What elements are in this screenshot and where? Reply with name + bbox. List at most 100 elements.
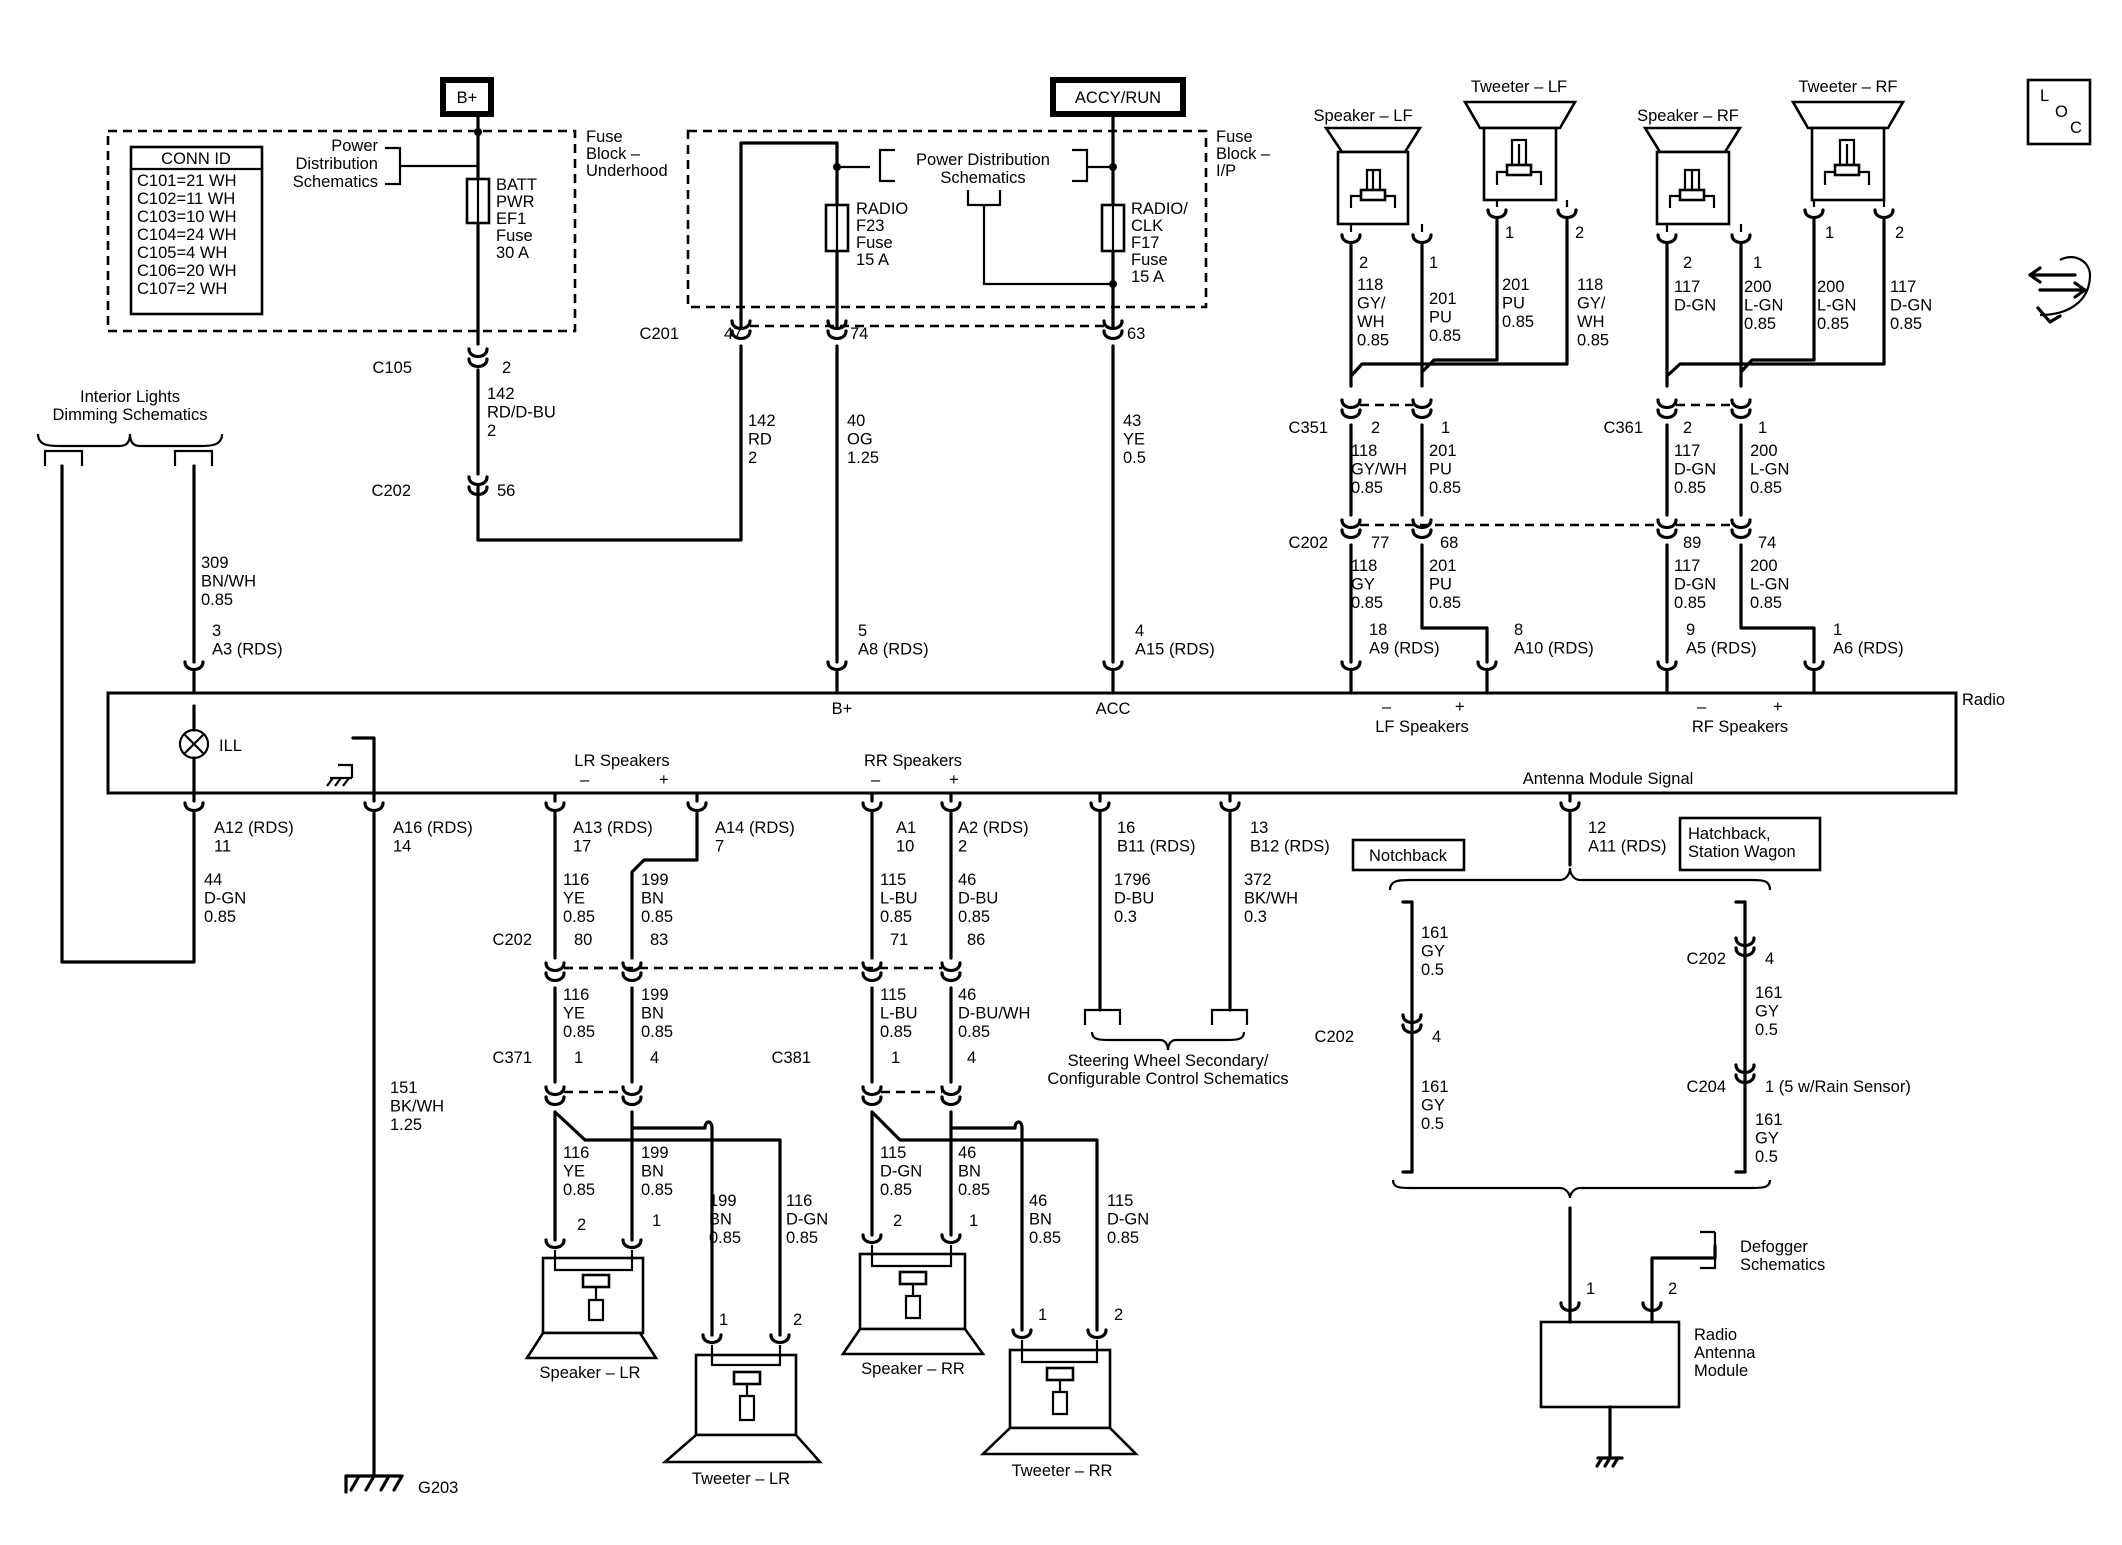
- svg-text:RADIO: RADIO: [856, 200, 908, 218]
- conn-id-row: C102=11 WH: [137, 190, 235, 208]
- notchback-box: [1351, 838, 1466, 872]
- antenna-module-label: Radio Antenna Module: [1694, 1326, 1756, 1380]
- c201-pin-63: 63: [1127, 325, 1145, 343]
- svg-text:Module: Module: [1694, 1362, 1748, 1380]
- conn-id-row: C101=21 WH: [137, 172, 237, 190]
- radio-module: Radio ILL B+ ACC – + LF Speakers – + RF …: [106, 691, 2005, 795]
- svg-text:+: +: [659, 771, 669, 789]
- c105-label: C105: [373, 359, 412, 377]
- c202-hb-pin4: 4: [1765, 950, 1774, 968]
- pin-a2: A2 (RDS)2: [958, 819, 1029, 856]
- rr-spk-pin2: 2: [893, 1212, 902, 1230]
- svg-text:Dimming Schematics: Dimming Schematics: [53, 406, 208, 424]
- c202-pin-77: 77: [1371, 534, 1389, 552]
- acc-pin-label: ACC: [1096, 700, 1131, 718]
- conn-id-row: C104=24 WH: [137, 226, 237, 244]
- svg-text:–: –: [580, 771, 590, 789]
- speaker-rf-label: Speaker – RF: [1637, 107, 1739, 125]
- tweeter-lf-icon: [1462, 100, 1578, 130]
- c371-pin1: 1: [574, 1049, 583, 1067]
- svg-text:F23: F23: [856, 217, 884, 235]
- c202-label-rear: C202: [493, 931, 532, 949]
- c202-label-nb: C202: [1315, 1028, 1354, 1046]
- svg-text:RADIO/: RADIO/: [1131, 200, 1188, 218]
- lr-spk-pin1: 1: [652, 1212, 661, 1230]
- c351-pin2: 2: [1371, 419, 1380, 437]
- svg-text:Configurable Control Schematic: Configurable Control Schematics: [1047, 1070, 1288, 1088]
- c204-label: C204: [1687, 1078, 1726, 1096]
- speaker-rr-label: Speaker – RR: [861, 1360, 965, 1378]
- c202-pin-80: 80: [574, 931, 592, 949]
- conn-id-title: CONN ID: [161, 150, 231, 168]
- rr-tw-pin1: 1: [1038, 1306, 1047, 1324]
- conn-id-row: C107=2 WH: [137, 280, 227, 298]
- svg-text:I/P: I/P: [1216, 162, 1236, 180]
- svg-text:Schematics: Schematics: [1740, 1256, 1825, 1274]
- svg-text:Underhood: Underhood: [586, 162, 668, 180]
- accy-run-label: ACCY/RUN: [1075, 89, 1161, 107]
- ill-label: ILL: [219, 737, 242, 755]
- svg-text:–: –: [1382, 698, 1392, 716]
- speaker-rf-icon: [1642, 126, 1743, 154]
- svg-text:O: O: [2055, 103, 2068, 121]
- svg-text:F17: F17: [1131, 234, 1159, 252]
- c381-pin1: 1: [891, 1049, 900, 1067]
- svg-text:Interior Lights: Interior Lights: [80, 388, 180, 406]
- speaker-lf-icon: [1323, 126, 1423, 154]
- svg-text:CLK: CLK: [1131, 217, 1163, 235]
- antenna-module-box: [1539, 1320, 1681, 1409]
- fuse-ef1-label: BATT PWR EF1 Fuse 30 A: [496, 176, 537, 262]
- c351-label: C351: [1289, 419, 1328, 437]
- c202-pin-83: 83: [650, 931, 668, 949]
- c202-pin-86: 86: [967, 931, 985, 949]
- svg-text:Distribution: Distribution: [295, 155, 378, 173]
- svg-text:Fuse: Fuse: [586, 128, 623, 146]
- c371-label: C371: [493, 1049, 532, 1067]
- c202-label-top: C202: [372, 482, 411, 500]
- c202-label-hb: C202: [1687, 950, 1726, 968]
- svg-text:Block –: Block –: [1216, 145, 1271, 163]
- rf-tw-pin2: 2: [1895, 224, 1904, 242]
- antenna-signal-label: Antenna Module Signal: [1523, 770, 1694, 788]
- lf-tw-pin2: 2: [1575, 224, 1584, 242]
- svg-text:+: +: [1455, 698, 1465, 716]
- bplus-label: B+: [457, 89, 478, 107]
- lower-section: G203 Steering Wheel Secondary/ Configura…: [183, 791, 1825, 1497]
- hatchback-box: [1678, 816, 1822, 872]
- lr-tw-pin1: 1: [719, 1311, 728, 1329]
- c201-label: C201: [640, 325, 679, 343]
- svg-text:PWR: PWR: [496, 193, 535, 211]
- notchback-label: Notchback: [1369, 847, 1448, 865]
- rr-spk-pin1: 1: [969, 1212, 978, 1230]
- pin-a12: A12 (RDS)11: [214, 819, 294, 856]
